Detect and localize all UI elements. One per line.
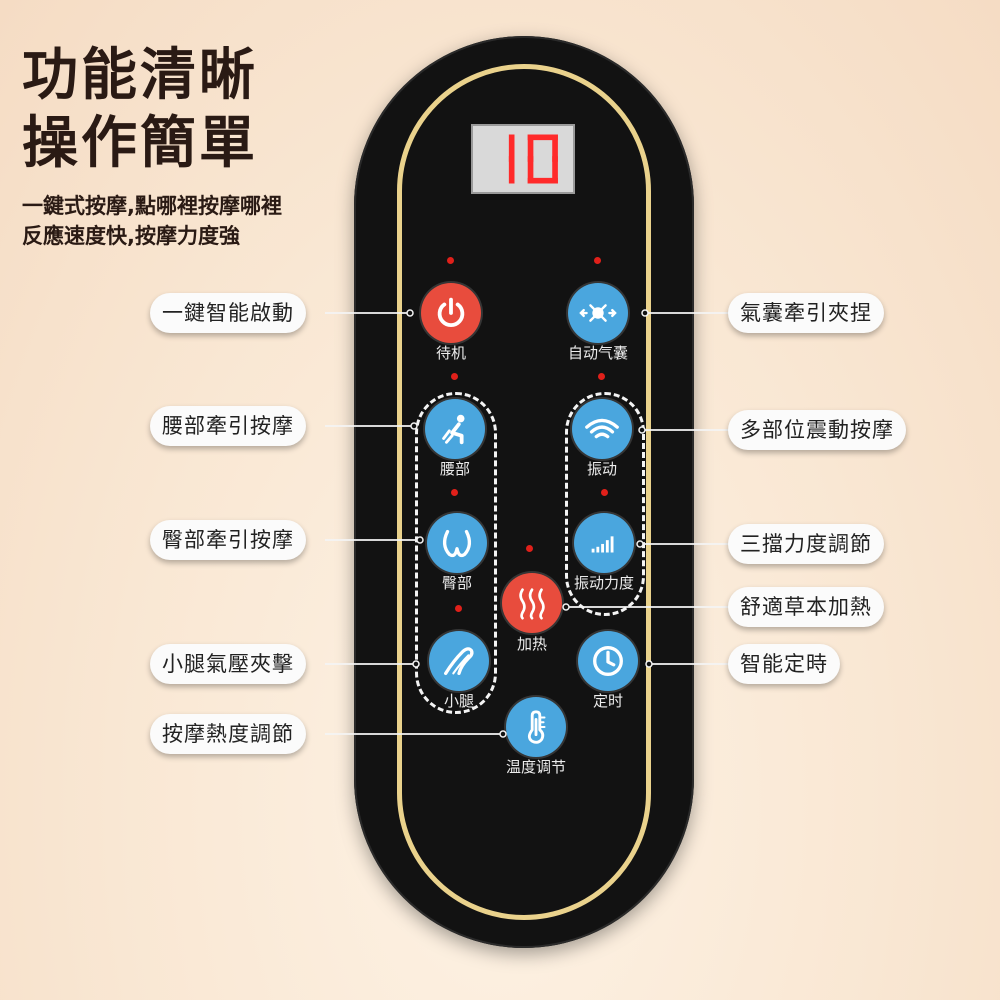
subline-line-2: 反應速度快,按摩力度強 (22, 224, 240, 248)
thermometer-icon (527, 710, 546, 744)
hip-label: 臀部 (441, 574, 473, 592)
clock-icon (593, 646, 623, 676)
digit-display: 10 (471, 124, 575, 194)
calf-icon (444, 647, 474, 676)
callout-heat-adjust: 按摩熱度調節 (150, 714, 306, 754)
calf-label: 小腿 (443, 692, 475, 710)
left-zone-group-outline (415, 392, 497, 714)
led-airbag (594, 257, 601, 264)
standby-label: 待机 (435, 344, 467, 362)
temperature-button[interactable] (506, 697, 566, 757)
timer-label: 定时 (592, 692, 624, 710)
led-intensity (601, 489, 608, 496)
waist-massage-icon (442, 414, 465, 445)
vibration-icon (585, 418, 619, 439)
headline-line-2: 操作簡單 (22, 111, 258, 176)
led-standby (447, 257, 454, 264)
subline-line-1: 一鍵式按摩,點哪裡按摩哪裡 (22, 194, 282, 218)
right-zone-group-outline (565, 392, 645, 616)
signal-bars-icon (591, 536, 614, 553)
headline-line-1: 功能清晰 (22, 43, 258, 108)
calf-button[interactable] (429, 631, 489, 691)
callout-one-key-start: 一鍵智能啟動 (150, 293, 306, 333)
remote-gold-ring (397, 64, 651, 920)
callout-hip-traction: 臀部牽引按摩 (150, 520, 306, 560)
heat-waves-icon (519, 588, 545, 620)
heat-label: 加热 (516, 635, 548, 653)
vibrate-label: 振动 (586, 460, 618, 478)
callout-smart-timer: 智能定時 (728, 644, 840, 684)
hip-button[interactable] (427, 513, 487, 573)
callout-airbag-clamp: 氣囊牽引夾捏 (728, 293, 884, 333)
callout-multi-vibration: 多部位震動按摩 (728, 410, 906, 450)
vibration-intensity-button[interactable] (574, 513, 634, 573)
led-vibrate (598, 373, 605, 380)
auto-airbag-label: 自动气囊 (567, 344, 629, 362)
led-waist (451, 373, 458, 380)
callout-waist-traction: 腰部牽引按摩 (150, 406, 306, 446)
timer-button[interactable] (578, 631, 638, 691)
heat-button[interactable] (502, 573, 562, 633)
led-calf (455, 605, 462, 612)
led-hip (451, 489, 458, 496)
airbag-icon (579, 304, 617, 322)
power-icon (437, 297, 465, 327)
waist-button[interactable] (425, 399, 485, 459)
callout-herbal-heat: 舒適草本加熱 (728, 587, 884, 627)
waist-label: 腰部 (439, 460, 471, 478)
callout-calf-pressure: 小腿氣壓夾擊 (150, 644, 306, 684)
led-heat (526, 545, 533, 552)
vibration-intensity-label: 振动力度 (573, 574, 635, 592)
auto-airbag-button[interactable] (568, 283, 628, 343)
vibrate-button[interactable] (572, 399, 632, 459)
temperature-label: 温度调节 (505, 758, 567, 776)
callout-three-level: 三擋力度調節 (728, 524, 884, 564)
seven-segment-digits (508, 134, 558, 184)
hip-icon (442, 529, 472, 558)
standby-button[interactable] (421, 283, 481, 343)
